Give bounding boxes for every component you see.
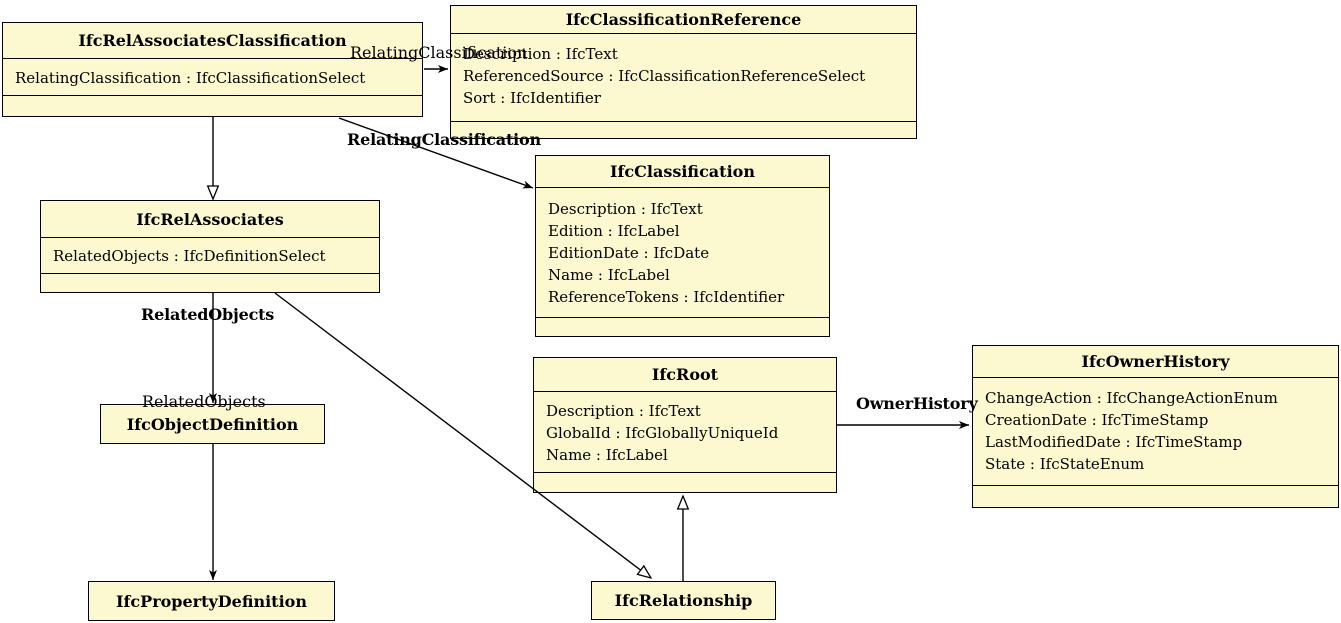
attribute-row: Description : IfcText (463, 45, 618, 63)
class-title: IfcRelationship (614, 591, 753, 610)
class-attributes: ChangeAction : IfcChangeActionEnum Creat… (973, 378, 1338, 486)
attribute-row: RelatedObjects : IfcDefinitionSelect (53, 247, 326, 265)
class-ifc-root: IfcRoot Description : IfcText GlobalId :… (533, 357, 837, 493)
attribute-row: ReferenceTokens : IfcIdentifier (548, 288, 785, 306)
class-ifc-classification-reference: IfcClassificationReference Description :… (450, 5, 917, 139)
class-ifc-rel-associates-classification: IfcRelAssociatesClassification RelatingC… (2, 22, 423, 117)
class-attributes: Description : IfcText GlobalId : IfcGlob… (534, 392, 836, 473)
attribute-row: Name : IfcLabel (548, 266, 670, 284)
attribute-row: CreationDate : IfcTimeStamp (985, 411, 1209, 429)
class-title: IfcOwnerHistory (973, 346, 1338, 378)
attribute-row: RelatingClassification : IfcClassificati… (15, 69, 366, 87)
class-attributes: RelatedObjects : IfcDefinitionSelect (41, 238, 379, 274)
attribute-row: ChangeAction : IfcChangeActionEnum (985, 389, 1278, 407)
attribute-row: Description : IfcText (548, 200, 703, 218)
class-title: IfcPropertyDefinition (116, 591, 307, 611)
edge-label-relating-classification-2: RelatingClassification (347, 130, 541, 149)
class-ifc-classification: IfcClassification Description : IfcText … (535, 155, 830, 337)
attribute-row: Description : IfcText (546, 402, 701, 420)
class-title: IfcClassificationReference (451, 6, 916, 34)
class-attributes: Description : IfcText Edition : IfcLabel… (536, 188, 829, 318)
class-title: IfcClassification (536, 156, 829, 188)
attribute-row: LastModifiedDate : IfcTimeStamp (985, 433, 1243, 451)
class-ifc-relationship: IfcRelationship (591, 581, 776, 620)
class-attributes: RelatingClassification : IfcClassificati… (3, 59, 422, 96)
attribute-row: Edition : IfcLabel (548, 222, 680, 240)
edge-label-related-objects-1: RelatedObjects (141, 305, 275, 324)
class-attributes: Description : IfcText ReferencedSource :… (451, 34, 916, 122)
class-ifc-owner-history: IfcOwnerHistory ChangeAction : IfcChange… (972, 345, 1339, 508)
class-title: IfcObjectDefinition (126, 414, 299, 434)
class-title: IfcRoot (534, 358, 836, 392)
attribute-row: Sort : IfcIdentifier (463, 89, 601, 107)
attribute-row: Name : IfcLabel (546, 446, 668, 464)
class-ifc-rel-associates: IfcRelAssociates RelatedObjects : IfcDef… (40, 200, 380, 293)
attribute-row: ReferencedSource : IfcClassificationRefe… (463, 67, 866, 85)
attribute-row: GlobalId : IfcGloballyUniqueId (546, 424, 779, 442)
class-title: IfcRelAssociatesClassification (3, 23, 422, 59)
edge-label-owner-history: OwnerHistory (856, 394, 978, 413)
attribute-row: State : IfcStateEnum (985, 455, 1145, 473)
edge-label-related-objects-2: RelatedObjects (142, 392, 266, 411)
attribute-row: EditionDate : IfcDate (548, 244, 710, 262)
class-ifc-property-definition: IfcPropertyDefinition (88, 581, 335, 621)
edge-label-relating-classification-1: RelatingClassification (350, 43, 528, 62)
class-title: IfcRelAssociates (41, 201, 379, 238)
